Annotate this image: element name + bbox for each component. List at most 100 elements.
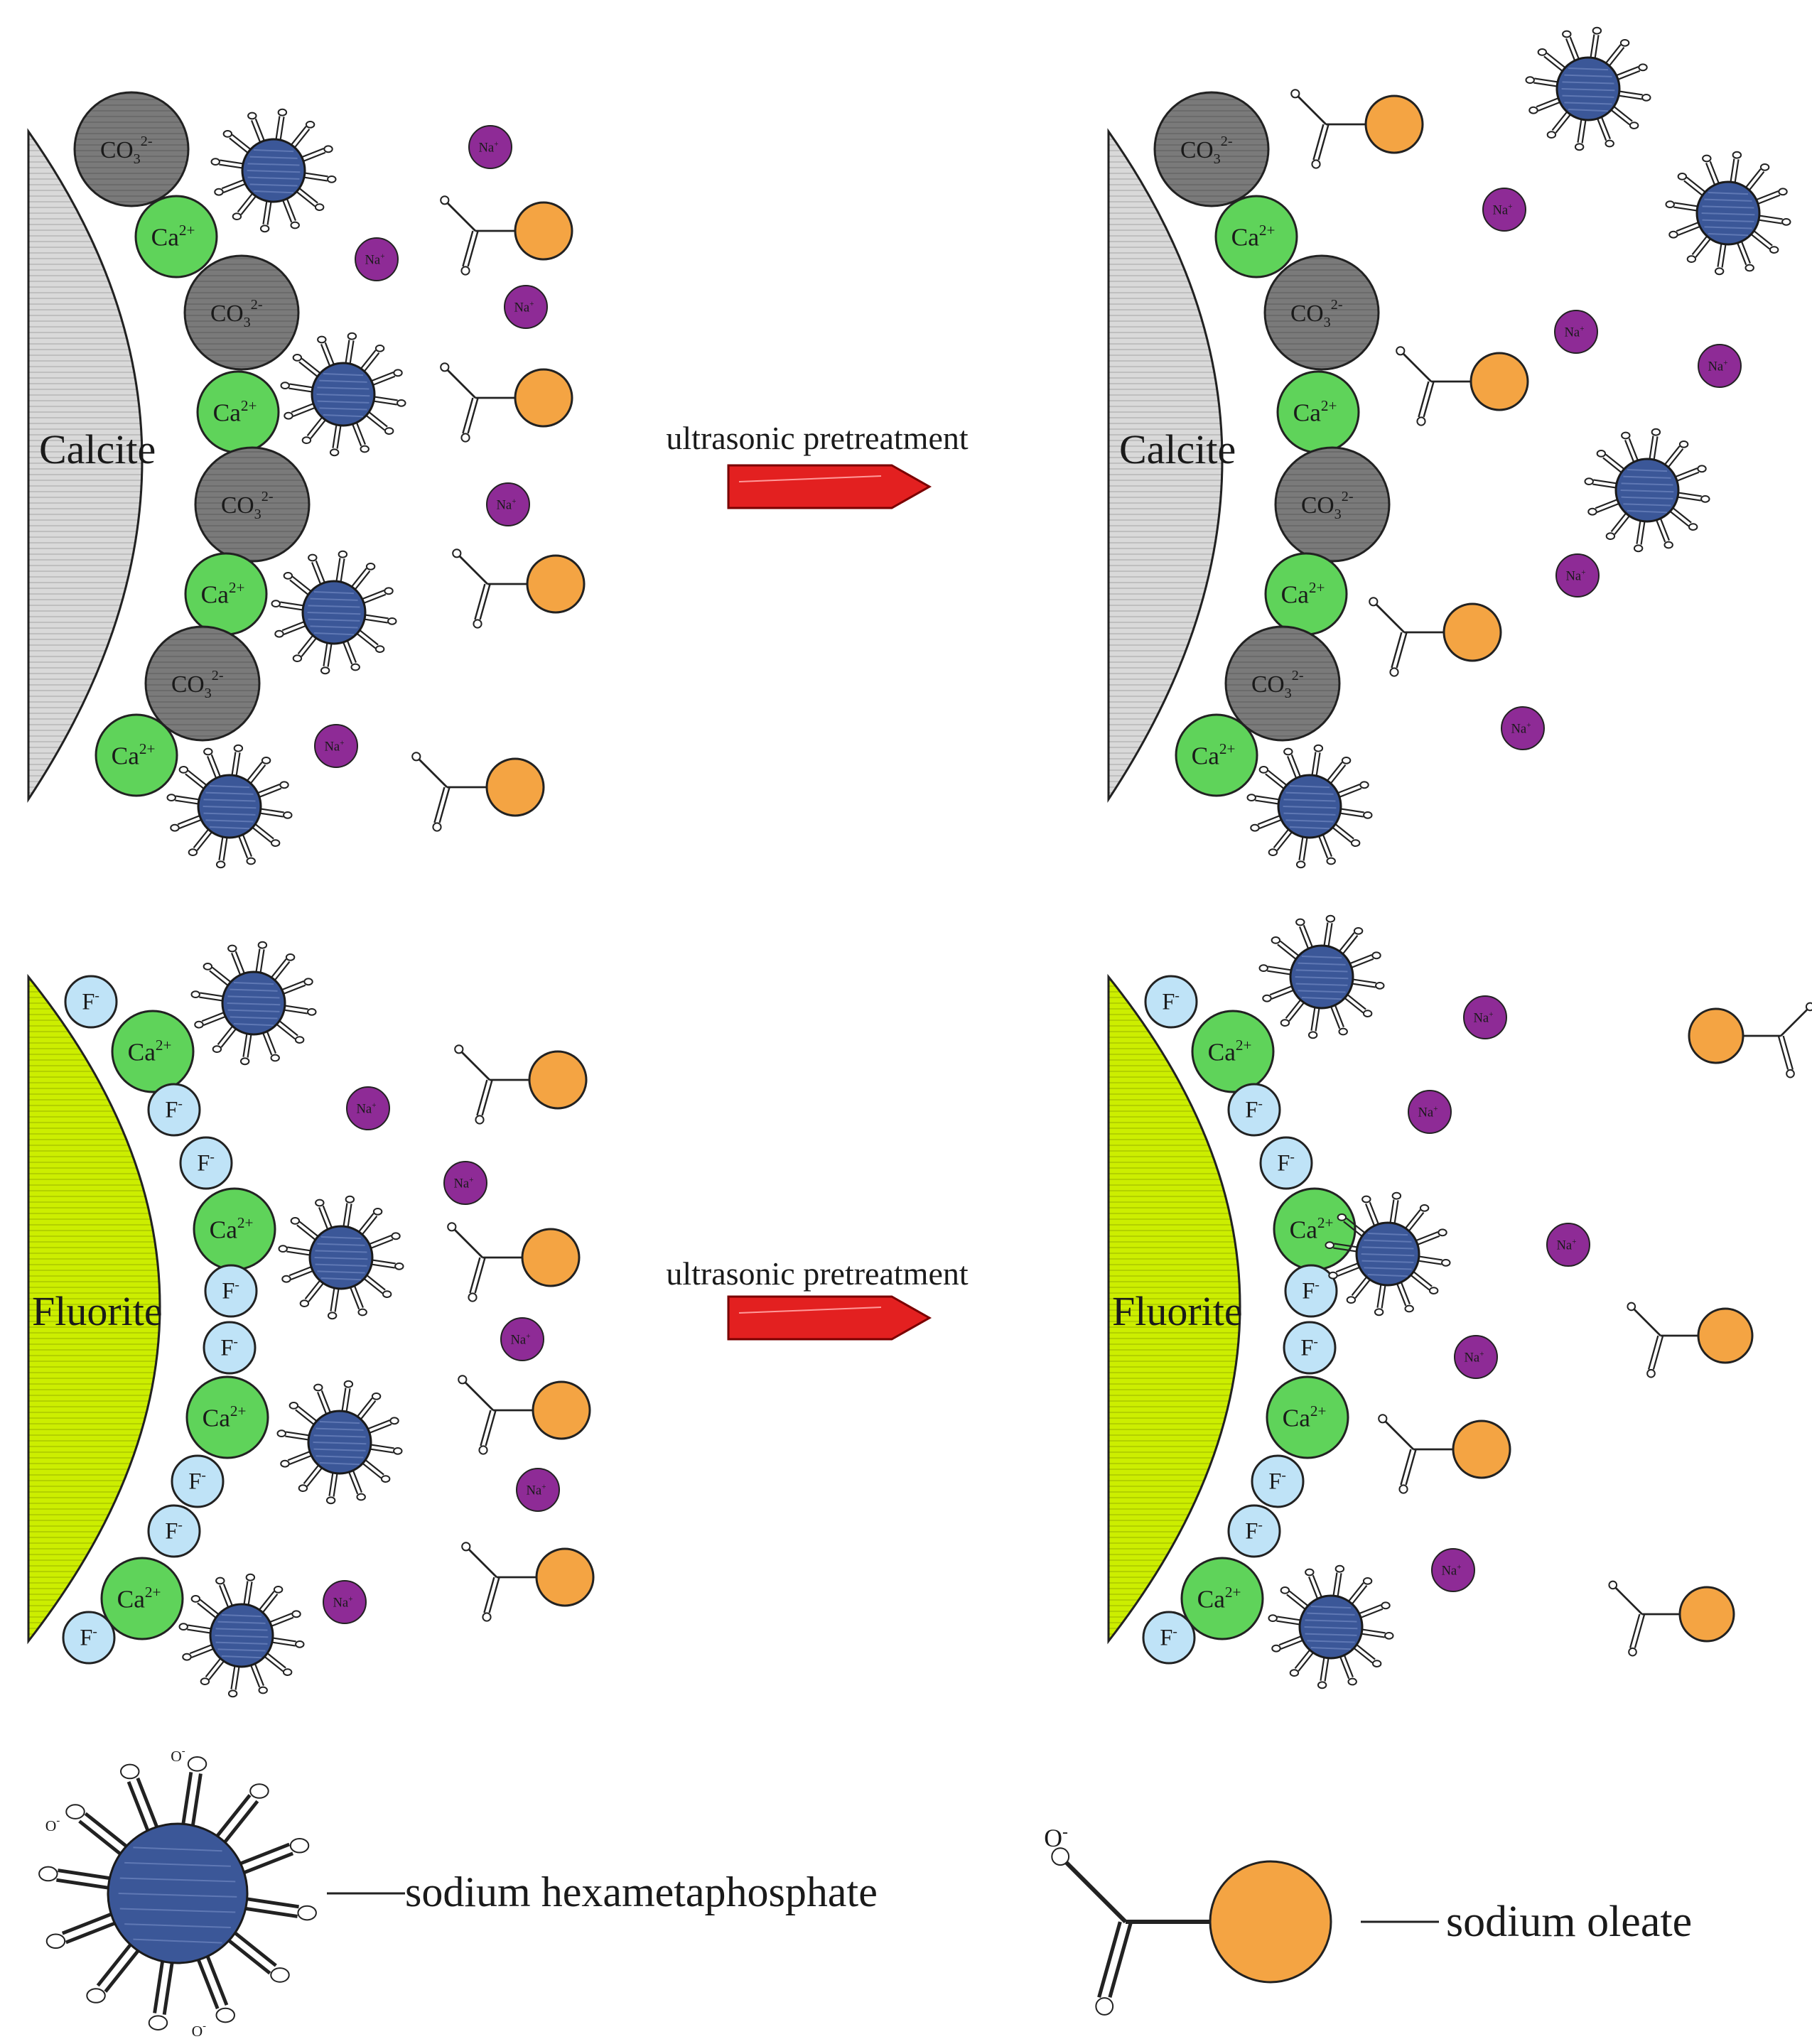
sodium-ion: Na+ [1408, 1090, 1452, 1134]
sodium-ion: Na+ [314, 724, 358, 768]
panel-calcite-before: Calcite [27, 128, 156, 804]
sodium-label: Na+ [479, 140, 499, 155]
sodium-oleate-icon [458, 1375, 591, 1455]
sodium-label: Na+ [1708, 359, 1728, 374]
calcium-ion: Ca2+ [1266, 1375, 1349, 1459]
sodium-label: Na+ [527, 1483, 546, 1498]
sodium-ion: Na+ [323, 1580, 367, 1624]
fluorite-surface-texture [28, 977, 160, 1641]
sodium-label: Na+ [333, 1595, 353, 1610]
sodium-ion: Na+ [1698, 344, 1742, 388]
calcium-label: Ca2+ [203, 1402, 247, 1432]
calcium-ion: Ca2+ [184, 552, 268, 636]
sodium-ion: Na+ [516, 1468, 560, 1512]
sodium-label: Na+ [325, 739, 345, 754]
oxygen-label: O- [171, 1746, 185, 1765]
arrow-highlight [738, 475, 882, 482]
sodium-oleate-icon [411, 752, 545, 832]
calcite-surface-texture [28, 131, 142, 799]
sodium-hexametaphosphate-icon [1665, 151, 1791, 276]
sodium-ion: Na+ [1431, 1548, 1475, 1592]
calcium-label: Ca2+ [1197, 1584, 1241, 1613]
sodium-ion: Na+ [500, 1317, 544, 1361]
sodium-ion: Na+ [1546, 1223, 1590, 1267]
legend: O-O-O- sodium hexametaphosphate O- sodiu… [38, 1746, 1692, 2040]
legend-sodium-oleate: O- [1044, 1823, 1332, 2016]
calcium-ion: Ca2+ [95, 713, 178, 797]
sodium-hexametaphosphate-icon [1325, 1191, 1451, 1316]
fluorite-label: Fluorite [32, 1288, 163, 1334]
calcium-ion: Ca2+ [100, 1557, 184, 1640]
sodium-hexametaphosphate-icon [280, 332, 406, 457]
right-arrow-icon [727, 1295, 932, 1341]
oxygen-label: O- [192, 2021, 207, 2040]
panel-fluorite-after: Fluorite [1107, 973, 1243, 1645]
calcium-label: Ca2+ [1290, 1214, 1334, 1243]
legend-sodium-hexametaphosphate: O- O- O- [38, 1746, 317, 2040]
fluoride-ion: F- [171, 1454, 225, 1508]
calcium-ion: Ca2+ [185, 1375, 269, 1459]
fluorite-label: Fluorite [1112, 1288, 1243, 1334]
sodium-ion: Na+ [443, 1161, 487, 1205]
sodium-label: Na+ [1511, 721, 1531, 736]
sodium-label: Na+ [1565, 325, 1585, 340]
fluoride-ion: F- [64, 975, 118, 1029]
calcium-ion: Ca2+ [1276, 370, 1360, 454]
sodium-oleate-icon [1627, 1302, 1754, 1378]
sodium-oleate-icon [440, 195, 573, 276]
fluoride-ion: F- [204, 1264, 258, 1318]
sodium-label: Na+ [1566, 568, 1586, 583]
calcite-surface-texture [1109, 131, 1222, 799]
carbonate-ion: CO32- [1274, 446, 1391, 563]
sodium-oleate-icon [440, 362, 573, 443]
sodium-oleate-icon [1369, 597, 1502, 677]
arrow-label: ultrasonic pretreatment [666, 1255, 969, 1292]
sodium-oleate-icon [454, 1044, 588, 1125]
fluoride-ion: F- [147, 1504, 201, 1558]
sodium-hexametaphosphate-icon [1268, 1564, 1394, 1689]
sodium-ion: Na+ [355, 237, 399, 281]
fluoride-ion: F- [62, 1611, 116, 1665]
sodium-hexametaphosphate-icon [271, 550, 397, 675]
fluoride-ion: F- [1142, 1611, 1196, 1665]
sodium-hexametaphosphate-icon [1584, 428, 1710, 553]
arrow-highlight [738, 1307, 882, 1314]
sodium-ion: Na+ [486, 482, 530, 526]
sodium-oleate-icon [1396, 346, 1529, 426]
sodium-oleate-icon [1378, 1414, 1511, 1494]
sodium-oleate-icon [452, 548, 586, 629]
sodium-ion: Na+ [1482, 188, 1526, 232]
sodium-ion: Na+ [1555, 553, 1600, 597]
sodium-label: Na+ [1442, 1563, 1462, 1578]
fluorite-surface-texture [1109, 977, 1240, 1641]
oxygen-label: O- [45, 1815, 60, 1834]
sodium-label: Na+ [1418, 1105, 1438, 1120]
sodium-label: Na+ [1474, 1010, 1494, 1025]
sodium-oleate-icon: O- [1044, 1823, 1332, 2016]
fluoride-ion: F- [203, 1321, 257, 1375]
fluoride-ion: F- [1284, 1264, 1338, 1318]
sodium-hexametaphosphate-icon [166, 744, 293, 869]
sodium-ion: Na+ [504, 285, 548, 329]
sodium-ion: Na+ [1454, 1335, 1498, 1379]
sodium-hexametaphosphate-icon: O- O- O- [38, 1746, 317, 2040]
sodium-ion: Na+ [346, 1086, 390, 1130]
fluoride-ion: F- [147, 1083, 201, 1137]
calcium-ion: Ca2+ [196, 370, 280, 454]
calcium-ion: Ca2+ [193, 1187, 276, 1271]
sodium-oleate-icon [1688, 1002, 1812, 1078]
molecule-layer: CO32-Ca2+CO32-Ca2+CO32-Ca2+CO32-Ca2+Na+N… [62, 26, 1812, 1698]
calcium-ion: Ca2+ [1273, 1187, 1357, 1271]
sodium-hexametaphosphate-icon [1525, 26, 1651, 151]
calcium-ion: Ca2+ [134, 195, 218, 279]
sodium-label: Na+ [1493, 202, 1513, 217]
sodium-ion: Na+ [1463, 995, 1507, 1039]
sodium-label: Na+ [497, 497, 517, 512]
sodium-hexametaphosphate-icon [276, 1380, 403, 1505]
fluoride-ion: F- [1283, 1321, 1337, 1375]
sodium-hexametaphosphate-icon [278, 1195, 404, 1320]
sodium-hexametaphosphate-icon [178, 1573, 305, 1698]
sodium-ion: Na+ [1501, 706, 1545, 750]
fluoride-ion: F- [179, 1136, 233, 1190]
